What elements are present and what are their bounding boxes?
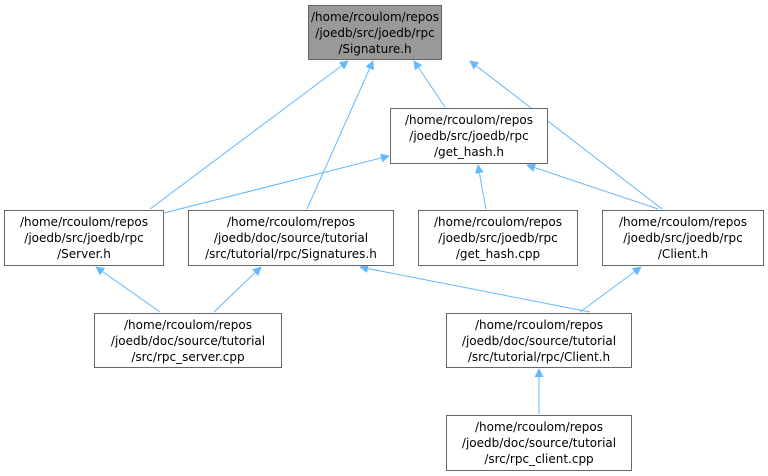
edge-signatures-to-signature [306,60,374,210]
node-line: /home/rcoulom/repos [434,215,562,229]
node-line: /home/rcoulom/repos [20,215,148,229]
node-line: /home/rcoulom/repos [475,317,603,332]
node-line: /Server.h [57,247,111,261]
node-line: /joedb/doc/source/tutorial [110,333,266,348]
node-line: /joedb/src/joedb/rpc [623,231,743,245]
node-line: /joedb/src/joedb/rpc [409,129,529,143]
edge-client-to-signature [469,60,663,210]
edge-gethash-to-signature [413,60,446,108]
node-rpc-server-cpp[interactable]: /home/rcoulom/repos /joedb/doc/source/tu… [94,313,282,368]
node-line: /src/rpc_client.cpp [484,452,594,466]
edge-client-to-gethash [526,163,659,210]
node-line: /joedb/doc/source/tutorial [213,231,369,245]
node-line: /joedb/src/joedb/rpc [315,25,435,40]
node-line: /joedb/src/joedb/rpc [24,231,144,245]
node-rpc-client-cpp[interactable]: /home/rcoulom/repos /joedb/doc/source/tu… [446,415,632,471]
node-signature-h[interactable]: /home/rcoulom/repos /joedb/src/joedb/rpc… [308,5,442,60]
node-line: /home/rcoulom/repos [619,215,747,229]
node-line: /home/rcoulom/repos [124,317,252,332]
node-line: /src/rpc_server.cpp [131,349,245,364]
node-line: /get_hash.h [434,145,504,159]
node-line: /src/tutorial/rpc/Client.h [467,349,611,364]
node-line: /Signature.h [338,41,412,56]
edge-rpcserver-to-signatures [213,266,262,313]
node-line: /home/rcoulom/repos [475,420,603,434]
node-get-hash-cpp[interactable]: /home/rcoulom/repos /joedb/src/joedb/rpc… [418,210,578,266]
node-line: /get_hash.cpp [455,247,541,261]
edge-server-to-gethash [163,153,390,214]
node-line: /home/rcoulom/repos [405,113,533,127]
node-line: /Client.h [657,247,709,261]
edge-server-to-signature [149,60,349,210]
node-get-hash-h[interactable]: /home/rcoulom/repos /joedb/src/joedb/rpc… [390,108,548,164]
node-line: /home/rcoulom/repos [227,215,355,229]
edge-tutclient-to-client [579,266,642,313]
node-server-h[interactable]: /home/rcoulom/repos /joedb/src/joedb/rpc… [4,210,164,266]
node-tutorial-client-h[interactable]: /home/rcoulom/repos /joedb/doc/source/tu… [446,313,632,368]
node-client-h[interactable]: /home/rcoulom/repos /joedb/src/joedb/rpc… [602,210,764,266]
edge-gethashcpp-to-gethash [475,164,487,210]
node-line: /joedb/doc/source/tutorial [461,436,617,450]
node-line: /joedb/src/joedb/rpc [438,231,558,245]
node-line: /joedb/doc/source/tutorial [461,333,617,348]
node-line: /home/rcoulom/repos [311,9,439,24]
edge-tutclient-to-signatures [359,264,591,313]
node-line: /src/tutorial/rpc/Signatures.h [205,247,377,261]
edge-rpcserver-to-server [95,266,161,313]
node-signatures-h[interactable]: /home/rcoulom/repos /joedb/doc/source/tu… [188,210,394,266]
